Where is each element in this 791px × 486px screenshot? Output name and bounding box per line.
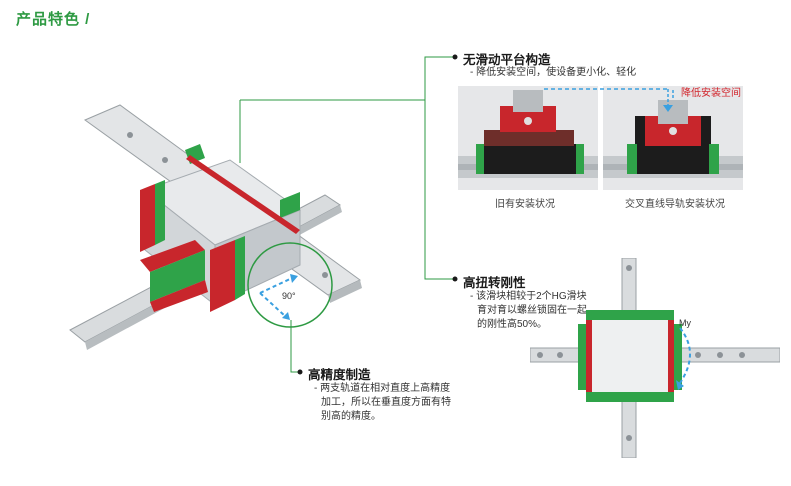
- moment-label: My: [679, 318, 691, 328]
- feature-3-desc-line-2: 加工，所以在垂直度方面有特: [321, 397, 451, 408]
- feature-2-title: 高扭转刚性: [463, 276, 526, 290]
- new-installation-caption: 交叉直线导轨安装状况: [625, 199, 725, 210]
- feature-3-desc-line-3: 别高的精度。: [321, 411, 381, 422]
- feature-3-desc-line-1: - 两支轨道在相对直度上高精度: [314, 383, 451, 394]
- cross-guide-illustration: [69, 104, 362, 350]
- reduce-space-arrow: [544, 88, 673, 112]
- old-installation-image: [458, 86, 598, 190]
- page-heading: 产品特色 /: [16, 11, 91, 28]
- torsion-rigidity-diagram: [530, 258, 780, 458]
- feature-2-desc-line-3: 的刚性高50%。: [477, 319, 548, 330]
- angle-label: 90°: [282, 291, 296, 301]
- feature-2-desc-line-2: 育对育以螺丝锁固在一起: [477, 305, 587, 316]
- feature-1-title: 无滑动平台构造: [463, 53, 551, 67]
- feature-3-title: 高精度制造: [308, 368, 371, 382]
- old-installation-caption: 旧有安装状况: [495, 199, 555, 210]
- feature-1-desc: - 降低安装空间，使设备更小化、轻化: [470, 67, 637, 78]
- feature-2-desc-line-1: - 该滑块相较于2个HG滑块: [470, 291, 587, 302]
- new-installation-image: [603, 86, 743, 190]
- reduce-space-label: 降低安装空间: [681, 88, 741, 99]
